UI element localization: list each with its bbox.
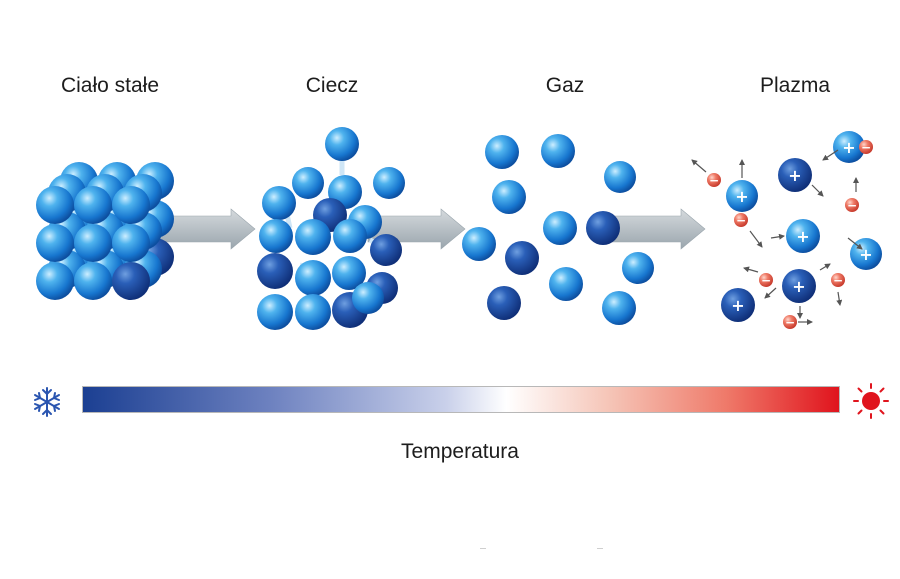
solid-particle [112,186,150,224]
positive-charge-sign: + [859,245,872,264]
sun-icon [853,383,889,419]
negative-charge-sign: − [847,198,857,212]
gas-particle [586,211,620,245]
positive-charge-sign: + [788,166,801,185]
solid-particle [36,186,74,224]
solid-particle [36,224,74,262]
faint-mark [597,548,603,549]
motion-arrow [691,159,707,173]
label-liquid: Ciecz [305,74,359,97]
temperature-axis-label: Temperatura [401,440,519,463]
gas-particle [492,180,526,214]
motion-arrow [770,233,785,240]
negative-charge-sign: − [861,140,871,154]
positive-charge-sign: + [842,138,855,157]
plasma-ion [786,219,820,253]
electron [707,173,721,187]
motion-arrow [764,287,777,299]
plasma-ion [721,288,755,322]
motion-arrow [743,266,759,273]
liquid-particle [332,256,366,290]
plasma-ion [833,131,865,163]
liquid-particle [295,294,331,330]
motion-arrow [822,149,839,161]
positive-charge-sign: + [731,296,744,315]
liquid-particle [333,219,367,253]
gas-particle [604,161,636,193]
solid-particle [74,186,112,224]
label-plasma: Plazma [759,74,831,97]
solid-particles [36,162,174,300]
gas-particle [622,252,654,284]
motion-arrow [847,237,863,250]
liquid-particle [370,234,402,266]
plasma-ion [726,180,758,212]
negative-charge-sign: − [785,315,795,329]
plasma-ion [782,269,816,303]
positive-charge-sign: + [792,277,805,296]
faint-mark [480,548,486,549]
negative-charge-sign: − [761,273,771,287]
liquid-particle [295,219,331,255]
negative-charge-sign: − [833,273,843,287]
liquid-particle [292,167,324,199]
gas-particle [549,267,583,301]
liquid-particles [257,127,405,330]
liquid-particle [259,219,293,253]
gas-particle [485,135,519,169]
electron [831,273,845,287]
solid-particle [112,262,150,300]
electron [734,213,748,227]
snowflake-icon [34,387,60,417]
liquid-particle [262,186,296,220]
liquid-particle [373,167,405,199]
gas-particle [602,291,636,325]
transition-arrow [611,208,706,250]
motion-arrow [749,230,763,248]
solid-particle [74,224,112,262]
liquid-particle [352,282,384,314]
motion-arrow [836,291,843,306]
plasma-particles: +++++++−−−−−−− [691,131,882,329]
liquid-particle [257,253,293,289]
positive-charge-sign: + [735,187,748,206]
gas-particle [541,134,575,168]
temperature-gradient-bar [82,386,840,413]
electron [859,140,873,154]
label-gas: Gaz [545,74,585,97]
liquid-particle [325,127,359,161]
liquid-particle [257,294,293,330]
solid-particle [36,262,74,300]
negative-charge-sign: − [709,173,719,187]
gas-particle [505,241,539,275]
label-solid: Ciało stałe [60,74,160,97]
negative-charge-sign: − [736,213,746,227]
plasma-ion [778,158,812,192]
gas-particle [543,211,577,245]
liquid-particle [295,260,331,296]
solid-particle [74,262,112,300]
electron [759,273,773,287]
positive-charge-sign: + [796,227,809,246]
gas-particles [462,134,654,325]
gas-particle [462,227,496,261]
electron [845,198,859,212]
electron [783,315,797,329]
motion-arrow [819,263,831,271]
solid-particle [112,224,150,262]
motion-arrow [811,184,824,197]
gas-particle [487,286,521,320]
transition-arrows [149,208,706,250]
